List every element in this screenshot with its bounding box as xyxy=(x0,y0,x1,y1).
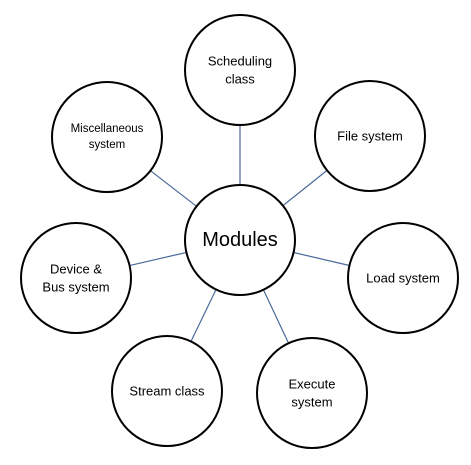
load-system-connector xyxy=(293,251,350,267)
device-bus-system-node: Device & Bus system xyxy=(20,222,132,334)
stream-class-connector xyxy=(190,289,217,342)
device-bus-system-label-line-1: Device & xyxy=(50,262,102,277)
miscellaneous-system-node: Miscellaneous system xyxy=(51,81,163,193)
miscellaneous-system-circle xyxy=(51,81,163,193)
execute-system-label-line-1: Execute xyxy=(289,377,336,392)
connectors xyxy=(129,125,350,344)
device-bus-system-connector xyxy=(129,251,187,267)
miscellaneous-system-label-line-2: system xyxy=(89,139,125,151)
stream-class-node: Stream class xyxy=(111,335,223,447)
execute-system-circle xyxy=(256,337,368,449)
scheduling-class-label-line-1: Scheduling xyxy=(208,54,272,69)
stream-class-circle xyxy=(111,335,223,447)
file-system-node: File system xyxy=(314,80,426,192)
scheduling-class-label-line-2: class xyxy=(225,72,255,87)
execute-system-label-line-2: system xyxy=(291,395,332,410)
device-bus-system-label-line-2: Bus system xyxy=(42,280,109,295)
stream-class-label-line-1: Stream class xyxy=(129,384,205,399)
load-system-circle xyxy=(347,222,459,334)
file-system-connector xyxy=(282,169,328,207)
execute-system-node: Execute system xyxy=(256,337,368,449)
file-system-circle xyxy=(314,80,426,192)
device-bus-system-circle xyxy=(20,222,132,334)
load-system-node: Load system xyxy=(347,222,459,334)
file-system-label-line-1: File system xyxy=(337,129,403,144)
scheduling-class-node: Scheduling class xyxy=(184,14,296,126)
execute-system-connector xyxy=(262,289,290,344)
miscellaneous-system-label-line-1: Miscellaneous xyxy=(71,123,144,135)
modules-label-line-1: Modules xyxy=(202,229,278,251)
scheduling-class-circle xyxy=(184,14,296,126)
modules-circle xyxy=(184,184,296,296)
center-node: Modules xyxy=(184,184,296,296)
miscellaneous-system-connector xyxy=(150,170,197,207)
load-system-label-line-1: Load system xyxy=(366,271,440,286)
